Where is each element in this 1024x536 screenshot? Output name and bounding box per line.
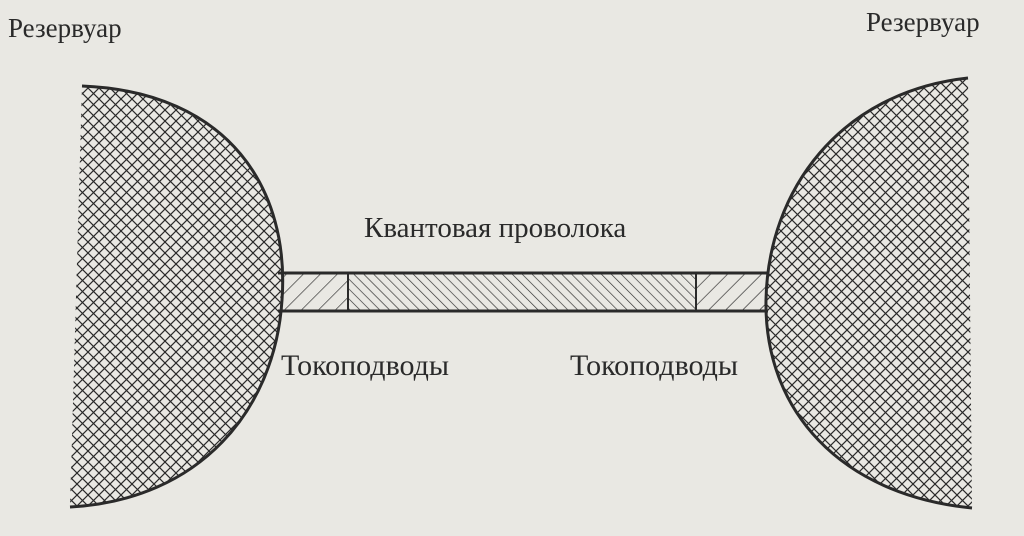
right-reservoir-fill (765, 78, 972, 508)
left-lead-segment (280, 273, 348, 311)
left-reservoir (69, 84, 285, 509)
reservoir-right-label: Резервуар (866, 7, 980, 37)
wire-segment (348, 273, 696, 311)
lead-right-label: Токоподводы (570, 349, 738, 382)
quantum-wire (278, 271, 768, 313)
left-reservoir-fill (70, 86, 283, 507)
right-reservoir (764, 76, 973, 510)
wire-label: Квантовая проволока (364, 212, 626, 244)
right-lead-segment (696, 273, 766, 311)
lead-left-label: Токоподводы (281, 349, 449, 382)
reservoir-left-label: Резервуар (8, 13, 122, 43)
